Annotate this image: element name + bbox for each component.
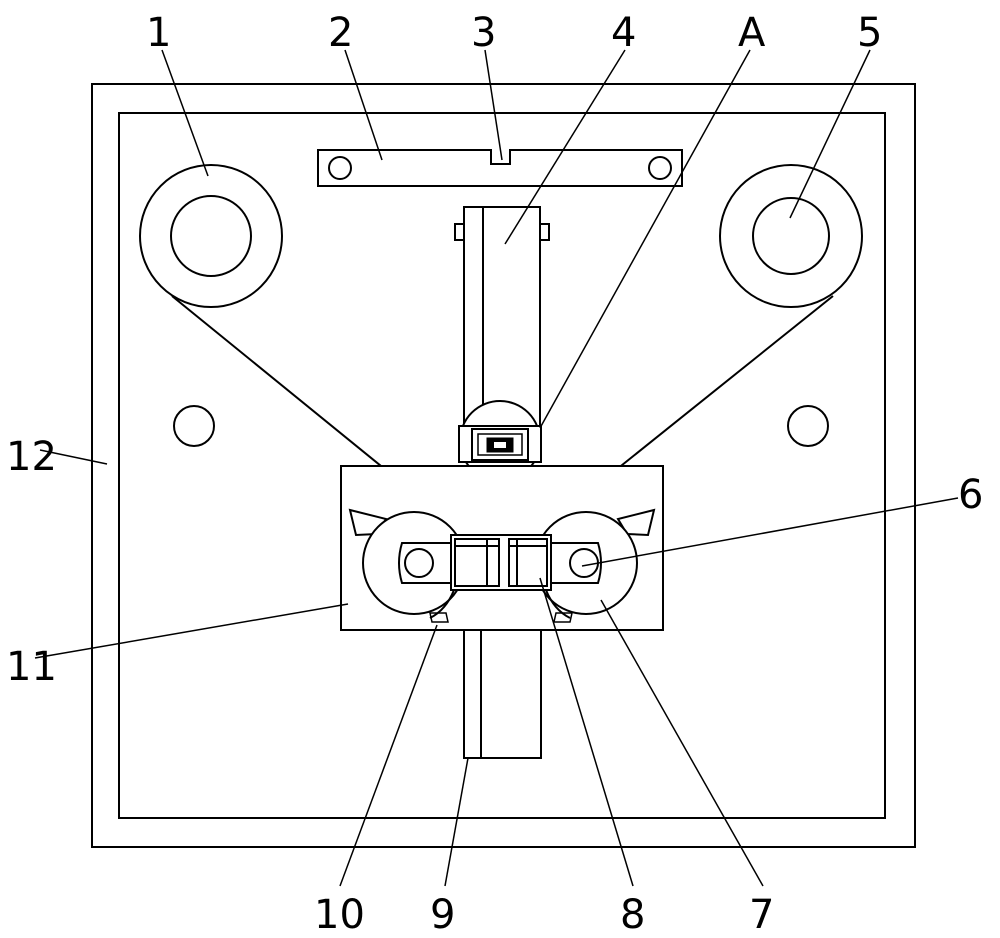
callout-a: A <box>738 10 766 56</box>
leader-11 <box>34 603 349 659</box>
leader-10 <box>339 624 438 887</box>
left-reel <box>139 164 283 308</box>
callout-8: 8 <box>620 892 645 938</box>
callout-4: 4 <box>611 10 636 56</box>
outer-frame <box>91 83 916 848</box>
left-clip <box>429 589 455 623</box>
inner-frame <box>118 112 886 819</box>
callout-7: 7 <box>749 892 774 938</box>
leader-9 <box>444 757 469 887</box>
left-roller-assembly <box>362 511 466 615</box>
callout-3: 3 <box>471 10 496 56</box>
callout-9: 9 <box>430 892 455 938</box>
center-clamp <box>450 534 552 591</box>
right-roller-assembly <box>534 511 638 615</box>
upper-slide-rail <box>454 206 550 433</box>
right-bolt <box>787 405 829 447</box>
callout-2: 2 <box>328 10 353 56</box>
leader-a <box>539 49 751 429</box>
callout-5: 5 <box>857 10 882 56</box>
leader-2 <box>344 49 383 161</box>
left-bolt <box>173 405 215 447</box>
leader-5 <box>789 49 871 219</box>
leader-7 <box>600 599 764 887</box>
callout-6: 6 <box>958 472 983 518</box>
leader-3 <box>484 49 503 161</box>
leader-6 <box>581 497 959 567</box>
leader-4 <box>504 49 626 245</box>
callout-1: 1 <box>146 10 171 56</box>
leader-1 <box>161 49 209 177</box>
callout-10: 10 <box>314 892 365 938</box>
right-reel <box>719 164 863 308</box>
leader-12 <box>39 449 108 465</box>
detail-a <box>458 400 542 482</box>
leader-8 <box>539 577 634 887</box>
callout-12: 12 <box>6 434 57 480</box>
right-clip <box>545 589 573 623</box>
callout-11: 11 <box>6 644 57 690</box>
top-bar <box>317 149 683 187</box>
lower-slide-rail <box>463 629 542 759</box>
